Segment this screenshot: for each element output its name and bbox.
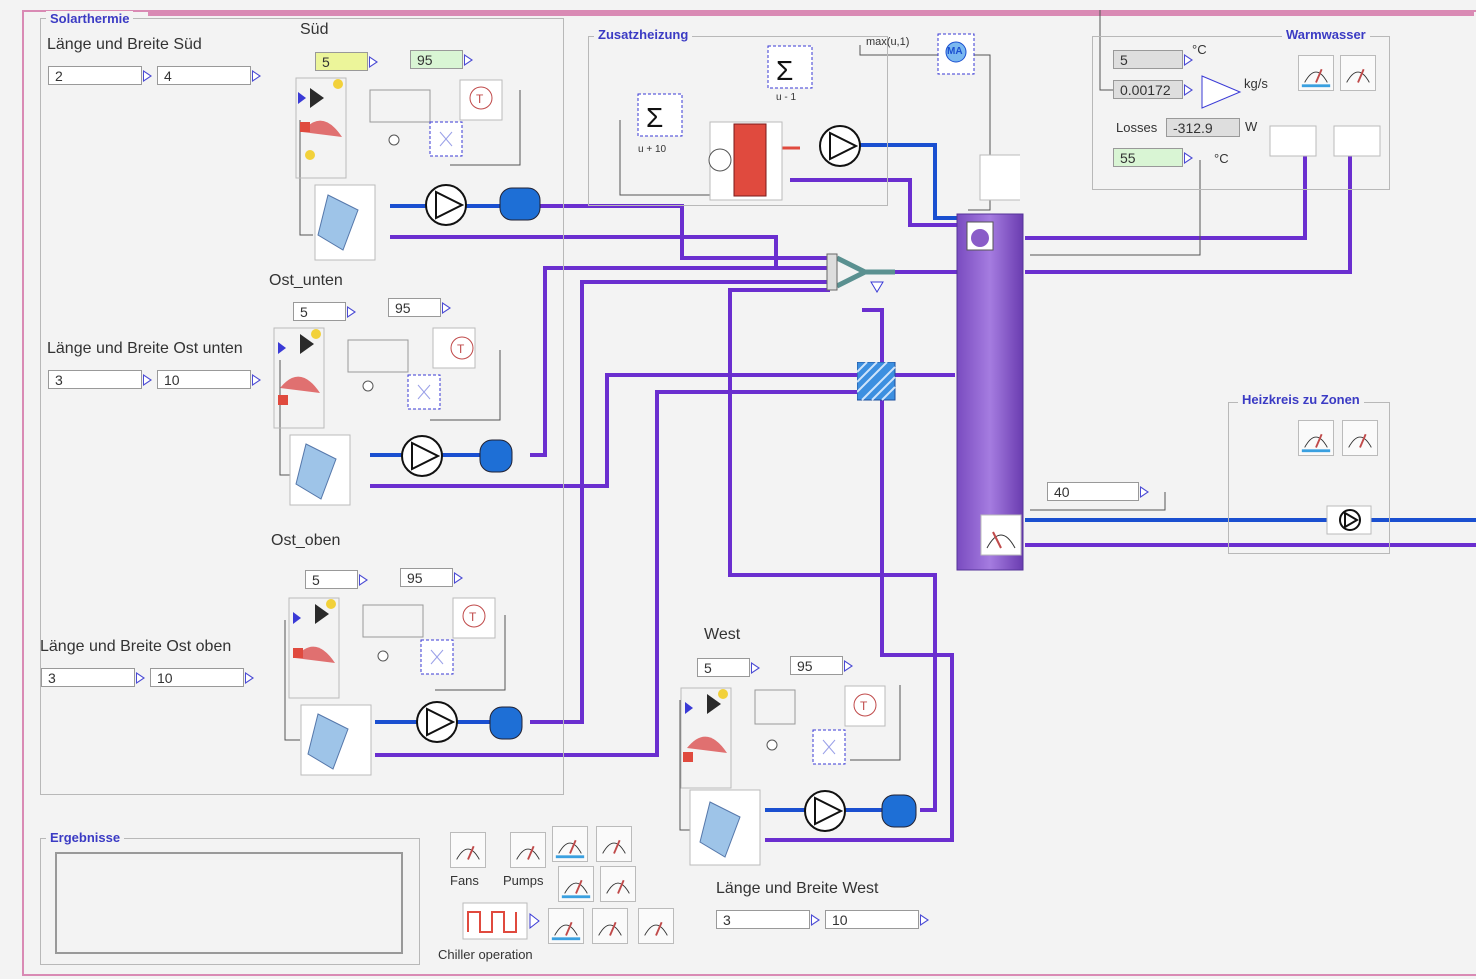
ostoben-length-port: [136, 672, 145, 684]
ostunten-dims-label: Länge und Breite Ost unten: [47, 340, 243, 358]
ostunten-loop: T: [268, 320, 528, 510]
ostoben-length-input[interactable]: 3: [41, 668, 135, 687]
west-set-high-port: [844, 660, 853, 672]
ostunten-set-low[interactable]: 5: [293, 302, 346, 321]
ostunten-width-port: [252, 374, 261, 386]
sued-dims-label: Länge und Breite Süd: [47, 36, 202, 54]
ostoben-set-high[interactable]: 95: [400, 568, 453, 587]
heizkreis-title: Heizkreis zu Zonen: [1238, 392, 1364, 407]
pumps-label: Pumps: [503, 873, 543, 888]
ostunten-set-low-port: [347, 306, 356, 318]
ww-gauge-2-icon[interactable]: [1340, 55, 1376, 91]
sued-width-input[interactable]: 4: [157, 66, 251, 85]
legend-gauge-6-icon[interactable]: [600, 866, 636, 902]
sued-length-input[interactable]: 2: [48, 66, 142, 85]
storage-tank: [955, 210, 1027, 572]
heiz-pump: [1325, 502, 1375, 536]
sued-set-high-port: [464, 54, 473, 66]
legend-gauge-8-icon[interactable]: [592, 908, 628, 944]
heat-exchanger: [857, 362, 897, 402]
sum-left-caption: u + 10: [638, 144, 666, 155]
legend-gauge-5-icon[interactable]: [558, 866, 594, 902]
svg-text:T: T: [476, 92, 484, 106]
west-width-input[interactable]: 10: [825, 910, 919, 929]
west-set-low[interactable]: 5: [697, 658, 750, 677]
pipe-sued-supply: [540, 206, 830, 258]
legend-gauge-4-icon[interactable]: [596, 826, 632, 862]
legend-gauge-7-icon[interactable]: [548, 908, 584, 944]
pipe-ostunten-supply: [530, 268, 830, 455]
sued-set-low-port: [369, 56, 378, 68]
svg-text:Σ: Σ: [646, 102, 663, 133]
ergebnisse-title: Ergebnisse: [46, 830, 124, 845]
ww-gain-block: [1200, 72, 1244, 112]
ostunten-length-input[interactable]: 3: [48, 370, 142, 389]
warmwasser-title: Warmwasser: [1282, 27, 1370, 42]
west-set-low-port: [751, 662, 760, 674]
heiz-setpoint-port: [1140, 486, 1149, 498]
ostunten-title: Ost_unten: [269, 272, 343, 290]
ostoben-loop: T: [283, 590, 543, 780]
ostoben-set-low[interactable]: 5: [305, 570, 358, 589]
ww-temp-set-port: [1184, 152, 1193, 164]
sum-top-caption: u - 1: [776, 92, 796, 103]
sued-title: Süd: [300, 21, 328, 39]
chiller-label: Chiller operation: [438, 947, 533, 962]
legend-gauge-9-icon[interactable]: [638, 908, 674, 944]
manifold: [825, 250, 905, 310]
svg-text:T: T: [860, 699, 868, 713]
fans-gauge-icon[interactable]: [450, 832, 486, 868]
svg-text:Σ: Σ: [776, 55, 793, 86]
ww-temp-set[interactable]: 55: [1113, 148, 1183, 167]
ww-temp-set-unit: °C: [1214, 151, 1229, 166]
max-block-label: max(u,1): [866, 36, 909, 48]
ww-losses-unit: W: [1245, 119, 1257, 134]
ww-gauge-1-icon[interactable]: [1298, 55, 1334, 91]
west-loop: T: [675, 680, 935, 870]
ostoben-title: Ost_oben: [271, 532, 340, 550]
heiz-gauge-1-icon[interactable]: [1298, 420, 1334, 456]
ww-flow-unit: kg/s: [1244, 76, 1268, 91]
legend-gauge-3-icon[interactable]: [552, 826, 588, 862]
ww-flow-port: [1184, 84, 1193, 96]
results-display[interactable]: [55, 852, 403, 954]
west-length-port: [811, 914, 820, 926]
ostoben-set-low-port: [359, 574, 368, 586]
ostoben-set-high-port: [454, 572, 463, 584]
ww-flow[interactable]: 0.00172: [1113, 80, 1183, 99]
west-width-port: [920, 914, 929, 926]
ostunten-set-high[interactable]: 95: [388, 298, 441, 317]
sued-width-port: [252, 70, 261, 82]
ostunten-width-input[interactable]: 10: [157, 370, 251, 389]
ostunten-set-high-port: [442, 302, 451, 314]
west-length-input[interactable]: 3: [716, 910, 810, 929]
ma-block-label: MA: [947, 46, 963, 57]
sued-set-high[interactable]: 95: [410, 50, 463, 69]
chiller-signal-icon[interactable]: [462, 902, 542, 942]
svg-text:T: T: [457, 342, 465, 356]
west-dims-label: Länge und Breite West: [716, 880, 878, 898]
ostoben-width-port: [245, 672, 254, 684]
ostunten-length-port: [143, 374, 152, 386]
ww-losses-label: Losses: [1116, 120, 1157, 135]
solarthermie-title: Solarthermie: [46, 11, 133, 26]
west-title: West: [704, 626, 740, 644]
pumps-gauge-icon[interactable]: [510, 832, 546, 868]
pipe-ostoben-supply: [530, 282, 830, 722]
sued-loop: T: [290, 70, 550, 270]
ostoben-dims-label: Länge und Breite Ost oben: [40, 638, 231, 656]
sued-length-port: [143, 70, 152, 82]
ww-temp-in[interactable]: 5: [1113, 50, 1183, 69]
sued-set-low[interactable]: 5: [315, 52, 368, 71]
west-set-high[interactable]: 95: [790, 656, 843, 675]
ww-losses-value: -312.9: [1166, 118, 1240, 137]
ostoben-width-input[interactable]: 10: [150, 668, 244, 687]
heiz-gauge-2-icon[interactable]: [1342, 420, 1378, 456]
heiz-setpoint[interactable]: 40: [1047, 482, 1139, 501]
ww-temp-in-unit: °C: [1192, 42, 1207, 57]
fans-label: Fans: [450, 873, 479, 888]
svg-text:T: T: [469, 610, 477, 624]
ww-sinks: [1268, 124, 1388, 160]
